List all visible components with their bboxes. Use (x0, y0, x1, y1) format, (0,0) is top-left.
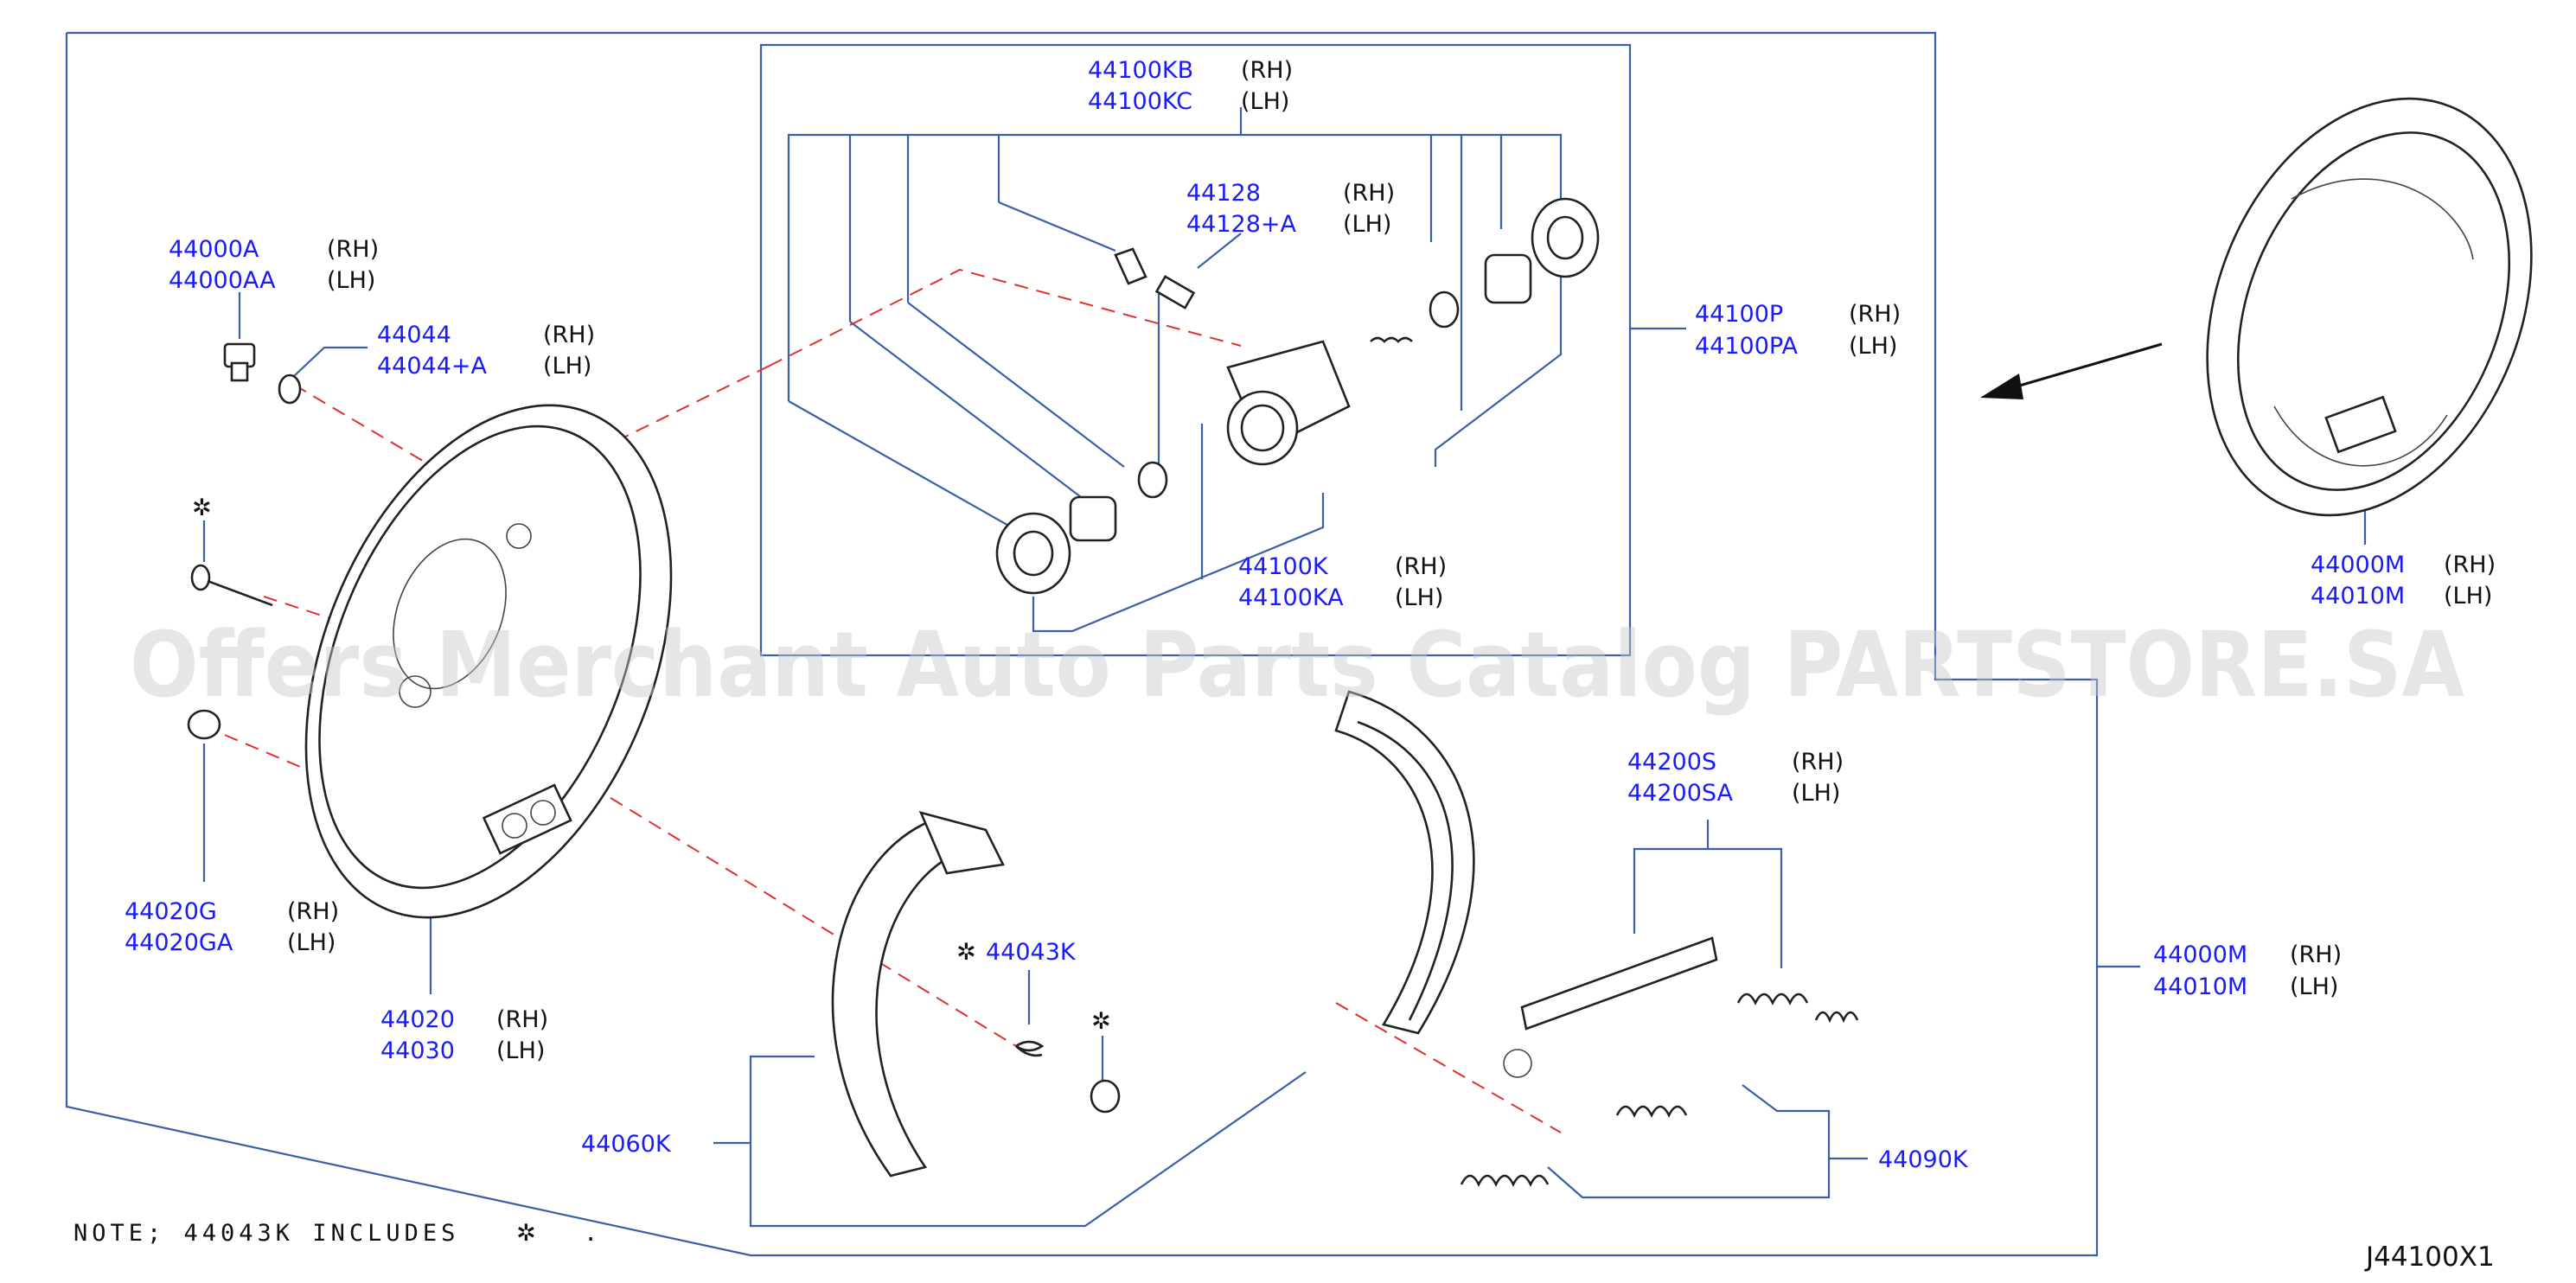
side-lh: (LH) (543, 353, 591, 380)
side-rh: (RH) (1343, 180, 1395, 207)
part-44030[interactable]: 44030 (380, 1037, 455, 1064)
part-44090K[interactable]: 44090K (1878, 1146, 1969, 1173)
watermark-text: Offers Merchant Auto Parts Catalog PARTS… (130, 612, 2464, 718)
part-44044[interactable]: 44044 (377, 322, 451, 348)
side-rh: (RH) (287, 898, 339, 925)
part-44100KA[interactable]: 44100KA (1238, 584, 1344, 611)
side-lh: (LH) (327, 267, 375, 294)
side-lh: (LH) (1395, 584, 1443, 611)
part-44100PA[interactable]: 44100PA (1695, 333, 1798, 360)
side-lh: (LH) (2290, 973, 2338, 1000)
side-rh: (RH) (2290, 942, 2342, 968)
side-rh: (RH) (1792, 749, 1844, 776)
part-44128[interactable]: 44128 (1186, 180, 1261, 207)
part-44100K[interactable]: 44100K (1238, 553, 1329, 580)
assembled-brake-drawing (2206, 97, 2533, 517)
footer: NOTE; 44043K INCLUDES ✲ . J44100X1 (74, 1220, 2495, 1273)
side-rh: (RH) (1241, 57, 1293, 84)
part-44000AA[interactable]: 44000AA (169, 267, 276, 294)
frame-lines (65, 31, 2367, 1257)
part-44100P[interactable]: 44100P (1695, 301, 1783, 328)
part-44020GA[interactable]: 44020GA (125, 929, 233, 956)
side-lh: (LH) (1241, 88, 1289, 115)
side-lh: (LH) (496, 1037, 545, 1064)
side-rh: (RH) (2444, 552, 2496, 578)
side-lh: (LH) (287, 929, 336, 956)
part-44010M[interactable]: 44010M (2311, 583, 2405, 610)
part-labels: 44100KB (RH) 44100KC (LH) 44128 (RH) 441… (125, 57, 2496, 1173)
side-rh: (RH) (496, 1006, 548, 1033)
diagram-code: J44100X1 (2364, 1242, 2495, 1273)
wheel-cylinder-drawings (995, 197, 1600, 595)
part-44000M[interactable]: 44000M (2153, 942, 2247, 968)
note-suffix: . (584, 1220, 602, 1247)
part-44060K[interactable]: 44060K (581, 1131, 672, 1158)
part-44100KB[interactable]: 44100KB (1088, 57, 1193, 84)
side-rh: (RH) (1395, 553, 1447, 580)
part-44000M[interactable]: 44000M (2311, 552, 2405, 578)
part-44000A[interactable]: 44000A (169, 236, 259, 263)
small-hardware-drawings (187, 342, 302, 740)
direction-arrow (1980, 342, 2163, 399)
side-rh: (RH) (1849, 301, 1901, 328)
part-44200SA[interactable]: 44200SA (1627, 780, 1734, 807)
asterisk-marker: ✲ (956, 939, 976, 966)
brake-shoe-drawings (831, 690, 1859, 1187)
side-lh: (LH) (1343, 211, 1391, 238)
part-44043K[interactable]: 44043K (986, 939, 1077, 966)
asterisk-marker: ✲ (516, 1220, 536, 1247)
side-lh: (LH) (1849, 333, 1897, 360)
side-lh: (LH) (2444, 583, 2492, 610)
asterisk-marker: ✲ (192, 495, 212, 521)
part-44128A[interactable]: 44128+A (1186, 211, 1297, 238)
asterisk-marker: ✲ (1091, 1008, 1111, 1035)
part-44010M[interactable]: 44010M (2153, 973, 2247, 1000)
part-44020G[interactable]: 44020G (125, 898, 217, 925)
note-text: NOTE; 44043K INCLUDES (74, 1220, 459, 1247)
part-44100KC[interactable]: 44100KC (1088, 88, 1192, 115)
side-rh: (RH) (327, 236, 379, 263)
part-44020[interactable]: 44020 (380, 1006, 455, 1033)
side-rh: (RH) (543, 322, 595, 348)
part-44044A[interactable]: 44044+A (377, 353, 488, 380)
part-44200S[interactable]: 44200S (1627, 749, 1716, 776)
backing-plate-drawing (304, 404, 673, 919)
side-lh: (LH) (1792, 780, 1840, 807)
